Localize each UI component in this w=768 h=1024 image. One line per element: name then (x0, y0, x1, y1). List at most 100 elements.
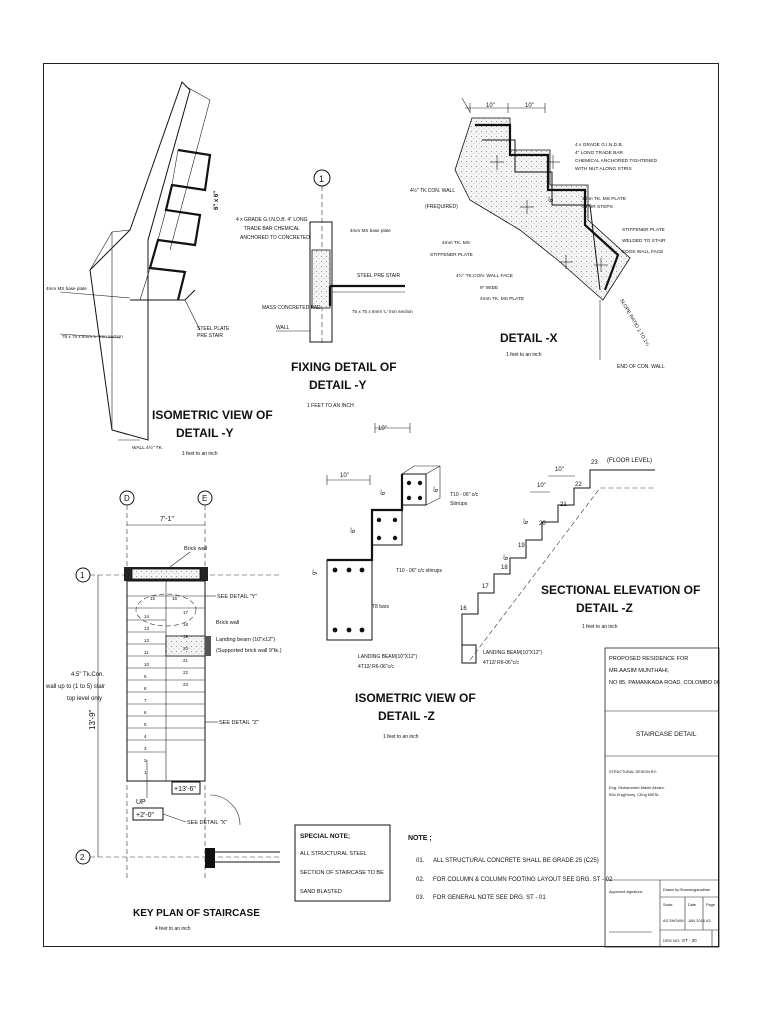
key-step-number: 8 (144, 686, 147, 691)
isometric-view-detail-z: 10" 10" 6" 6" 6" 9" T10 - 06" c/c Stirru… (313, 423, 479, 740)
sec-z-dim-6b: 6" (504, 555, 510, 560)
sec-z-title-2: DETAIL -Z (576, 601, 633, 615)
detail-x-title: DETAIL -X (500, 331, 558, 345)
detail-x-bolt-4: WITH NUT ALONG STRIS (575, 166, 632, 172)
sec-z-beam-1: LANDING BEAM(10"X12") (483, 650, 542, 656)
sec-z-title-1: SECTIONAL ELEVATION OF (541, 583, 700, 597)
key-wall-note-3: top level only (67, 696, 102, 702)
key-step-number: 23 (183, 682, 189, 687)
fixing-wall: WALL (276, 325, 290, 331)
key-step-number: 10 (144, 662, 150, 667)
key-landing-1: Landing beam (10"x12") (216, 637, 275, 643)
detail-x-bolt-3: CHEMICAL ANCHORED TIGHTENED (575, 158, 658, 164)
key-step-number: 14 (144, 614, 150, 619)
key-step-number: 11 (144, 650, 149, 655)
notes-num-2: 02. (416, 877, 425, 883)
iso-z-dim-9: 9" (313, 570, 319, 575)
sec-z-step-19: 19 (518, 543, 525, 549)
special-note-heading: SPECIAL NOTE; (300, 833, 350, 840)
detail-x-dim-3: 6" (549, 197, 555, 202)
detail-x-face-1: 4½" TK.CON. WALL FACE (456, 272, 513, 279)
iso-z-dim-6c: 6" (434, 487, 440, 492)
tb-structural-label: STRUCTURAL DESIGN BY: (609, 770, 657, 774)
iso-y-wall: WALL 4½" TK. (132, 444, 163, 451)
key-step-number: 16 (172, 596, 178, 601)
key-grid-1: 1 (80, 571, 85, 580)
key-up: UP (136, 799, 146, 806)
iso-z-dim-6b: 6" (351, 528, 357, 533)
tb-project-3: NO 85, PAMANKADA ROAD, COLOMBO 06 (609, 680, 720, 686)
key-landing-2: (Supported brick wall 9"tk.) (216, 648, 282, 654)
iso-y-title-2: DETAIL -Y (176, 426, 234, 440)
key-plan-of-staircase: D E 1 2 7'-1" 13'-9" (45, 490, 282, 932)
fixing-scale: 1 FEET TO AN INCH (307, 403, 354, 409)
key-dim-height: 13'-9" (88, 709, 97, 730)
iso-y-base-plate: 4mm MS base plate (46, 286, 87, 291)
detail-x-face-2: 9" WIDE (480, 285, 498, 291)
key-step-number: 6 (144, 710, 147, 715)
special-note-2: SECTION OF STAIRCASE TO BE (300, 870, 384, 876)
key-brick-wall-top: Brick wall (184, 546, 207, 552)
sec-z-step-17: 17 (482, 584, 489, 590)
fixing-grid: 1 (319, 174, 324, 184)
key-level-bottom: +2'-0" (136, 812, 155, 819)
key-step-number: 1 (144, 770, 147, 775)
fixing-mass-pad: MASS CONCRETED PAD (262, 305, 321, 311)
iso-y-section: 75 x 75 x 6mm 'L' Iron section (62, 334, 123, 339)
special-note-box: SPECIAL NOTE; ALL STRUCTURAL STEEL SECTI… (294, 824, 391, 902)
fixing-detail-y: 1 4 x GRADE G.I.N.D.B. 4" LONG TRADE BAR… (236, 169, 413, 409)
detail-x-stiffener-2: WELDED TO STAIR (622, 238, 666, 244)
key-dim-width: 7'-1" (160, 516, 174, 523)
key-level-top: +13'-6" (174, 786, 196, 793)
tb-date-value: JAN 2018 (688, 919, 705, 923)
key-step-number: 18 (183, 622, 189, 627)
iso-z-dim-6a: 6" (381, 490, 387, 495)
iso-z-title-1: ISOMETRIC VIEW OF (355, 691, 476, 705)
fixing-title-2: DETAIL -Y (309, 378, 367, 392)
detail-x-scale: 1 feet to an inch (506, 352, 542, 358)
sec-z-beam-2: 4T12/ R6-06"c/c (483, 660, 519, 666)
special-note-1: ALL STRUCTURAL STEEL (300, 851, 367, 857)
sec-z-step-22: 22 (575, 482, 582, 488)
iso-z-stirrups1-1: T10 - 06" c/c (450, 492, 479, 498)
iso-z-scale: 1 feet to an inch (383, 734, 419, 740)
fixing-note-3: ANCHORED TO CONCRETED (240, 235, 310, 241)
detail-x-dim-2: 10" (525, 103, 534, 109)
detail-x-dim-1: 10" (486, 103, 495, 109)
sec-z-dim-10a: 10" (555, 467, 564, 473)
sec-z-step-23: 23 (591, 460, 598, 466)
iso-z-t8: T8 bars (372, 604, 389, 610)
key-step-number: 2 (144, 758, 147, 763)
iso-y-steel-plate-2: PRE STAIR (197, 333, 223, 339)
key-step-number: 7 (144, 698, 147, 703)
key-step-number: 13 (144, 626, 150, 631)
detail-x-stiff-1: 4mm TK. MS (442, 240, 470, 246)
detail-x-wall-2: (FREQUIRED) (425, 204, 458, 210)
key-grid-d: D (124, 494, 130, 503)
detail-x-stiffener-3: EDGE WALL FACE (622, 249, 664, 255)
key-step-number: 19 (183, 634, 189, 639)
tb-drawn-value: Shanmuganathan (680, 888, 710, 892)
sec-z-step-16: 16 (460, 606, 467, 612)
key-step-number: 21 (183, 658, 189, 663)
detail-x-stiff-2: STIFFENER PLATE (430, 252, 473, 258)
fixing-base-plate: 4mm MS base plate (350, 228, 391, 233)
key-step-number: 17 (183, 610, 189, 615)
title-block: PROPOSED RESIDENCE FOR MR.AASIM MUNTHAHI… (604, 647, 720, 948)
key-title: KEY PLAN OF STAIRCASE (133, 908, 260, 919)
detail-x-plate-2: STAIR STEPS (582, 204, 613, 210)
iso-z-stirrups1-2: Stirrups (450, 501, 468, 507)
detail-x-end-wall: END OF CON. WALL (617, 364, 665, 370)
key-wall-note-1: 4.5" Tk.Con. (71, 672, 104, 678)
tb-page-label: Page (706, 903, 715, 907)
key-scale: 4 feet to an inch (155, 926, 191, 932)
tb-scale-value: AS SHOWN (663, 919, 684, 923)
key-grid-2: 2 (80, 853, 85, 862)
tb-drg-value: ST - 30 (682, 938, 697, 943)
key-step-number: 9 (144, 674, 147, 679)
notes-num-1: 01. (416, 858, 425, 864)
detail-x-bolt-2: 4" LONG TRADE BAR (575, 150, 624, 156)
tb-drawing-title: STAIRCASE DETAIL (636, 731, 697, 738)
special-note-3: SAND BLASTED (300, 889, 342, 895)
